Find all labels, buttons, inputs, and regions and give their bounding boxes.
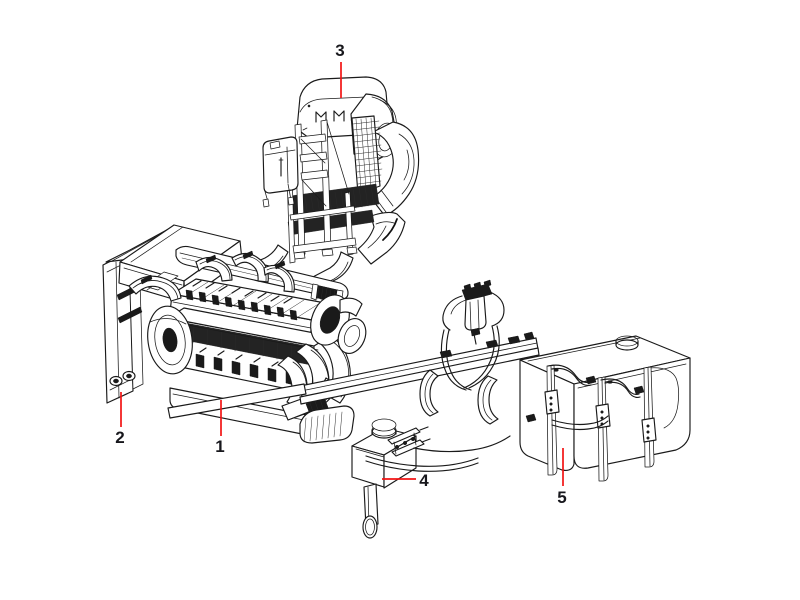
callout-2[interactable]: 2 bbox=[115, 392, 125, 447]
fuel-tank bbox=[519, 335, 691, 482]
tank-strap-2 bbox=[595, 376, 611, 482]
engine-assembly bbox=[118, 224, 367, 444]
callout-1[interactable]: 1 bbox=[215, 400, 225, 456]
cooler-core-fins bbox=[351, 115, 383, 195]
callout-3-label: 3 bbox=[335, 41, 344, 60]
tank-strap-3 bbox=[641, 366, 657, 468]
muffler-mount-bracket bbox=[387, 426, 431, 457]
front-mount-bracket bbox=[102, 225, 185, 404]
callout-2-label: 2 bbox=[115, 428, 124, 447]
callout-4-label: 4 bbox=[419, 471, 429, 490]
fuel-lines bbox=[365, 325, 535, 472]
chassis-side-rail bbox=[167, 337, 540, 419]
callout-1-label: 1 bbox=[215, 437, 224, 456]
callouts-layer: 1 2 3 4 5 bbox=[115, 41, 566, 507]
muffler-silencer bbox=[351, 418, 431, 539]
fuel-filter-water-separator bbox=[442, 279, 505, 345]
callout-5-label: 5 bbox=[557, 488, 566, 507]
radiator-support-frame bbox=[285, 119, 358, 264]
callout-3[interactable]: 3 bbox=[335, 41, 345, 98]
callout-5[interactable]: 5 bbox=[557, 448, 567, 507]
radiator-cooling-module bbox=[248, 76, 420, 291]
callout-4[interactable]: 4 bbox=[382, 471, 429, 490]
turbocharger bbox=[310, 294, 367, 354]
coolant-expansion-tank bbox=[262, 136, 299, 208]
engine-coolant-hoses bbox=[128, 250, 295, 302]
charge-air-duct-lower bbox=[357, 211, 406, 265]
aftercooler-unit bbox=[299, 405, 355, 444]
front-gear-case bbox=[147, 305, 193, 375]
